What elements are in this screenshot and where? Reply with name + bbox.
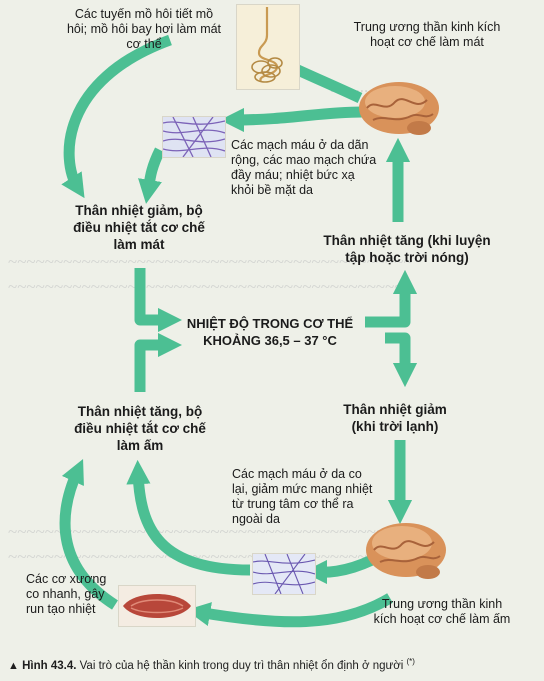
arrow-normal-to-increase xyxy=(365,269,418,328)
caption-footnote-mark: (*) xyxy=(406,657,415,666)
caption-text: Vai trò của hệ thần kinh trong duy trì t… xyxy=(76,659,407,672)
sweat-glands-label: Các tuyến mồ hôi tiết mồ hôi; mồ hôi bay… xyxy=(66,7,222,51)
vessels-dilate-label: Các mạch máu ở da dãn rộng, các mao mạch… xyxy=(231,138,377,197)
arrow-decrease-to-normal xyxy=(134,268,183,333)
temp-decrease-off-label: Thân nhiệt giảm, bộ điều nhiệt tắt cơ ch… xyxy=(73,203,205,252)
figure-caption: ▲ Hình 43.4. Vai trò của hệ thần kinh tr… xyxy=(8,657,415,672)
arrow-dilate-to-decrease xyxy=(138,147,165,204)
temp-increase-cause-label: Thân nhiệt tăng (khi luyện tập hoặc trời… xyxy=(323,233,491,265)
arrow-normal-to-decrease xyxy=(385,332,418,388)
arrow-sweat-to-decrease xyxy=(61,34,172,199)
arrow-increase-off-to-normal xyxy=(134,332,183,392)
muscle-illustration xyxy=(118,585,196,627)
brain-illustration-top xyxy=(355,78,441,138)
arrow-center-to-dilate xyxy=(219,106,363,133)
arrow-center-to-constrict xyxy=(302,554,375,585)
normal-temp-label: NHIỆT ĐỘ TRONG CƠ THỂ KHOẢNG 36,5 – 37 °… xyxy=(186,316,354,348)
caption-triangle-icon: ▲ xyxy=(8,659,19,672)
sweat-gland-illustration xyxy=(236,4,300,90)
arrow-muscle-to-increase xyxy=(59,459,118,610)
brain-illustration-bottom xyxy=(362,518,448,582)
arrow-center-to-muscle xyxy=(186,593,393,628)
center-warming-label: Trung ương thần kinh kích hoạt cơ chế là… xyxy=(373,597,511,626)
temp-decrease-cause-label: Thân nhiệt giảm (khi trời lạnh) xyxy=(343,402,447,434)
skin-vessels-dilated-illustration xyxy=(162,116,226,158)
temp-increase-off-label: Thân nhiệt tăng, bộ điều nhiệt tắt cơ ch… xyxy=(74,404,206,453)
skin-vessels-constricted-illustration xyxy=(252,553,316,595)
muscles-shiver-label: Các cơ xương co nhanh, gây run tạo nhiệt xyxy=(26,572,107,616)
arrow-constrict-to-increase xyxy=(126,459,251,576)
caption-figure-number: Hình 43.4. xyxy=(22,659,77,672)
vessels-constrict-label: Các mạch máu ở da co lại, giảm mức mang … xyxy=(232,467,373,526)
center-cooling-label: Trung ương thần kinh kích hoạt cơ chế là… xyxy=(353,20,501,49)
